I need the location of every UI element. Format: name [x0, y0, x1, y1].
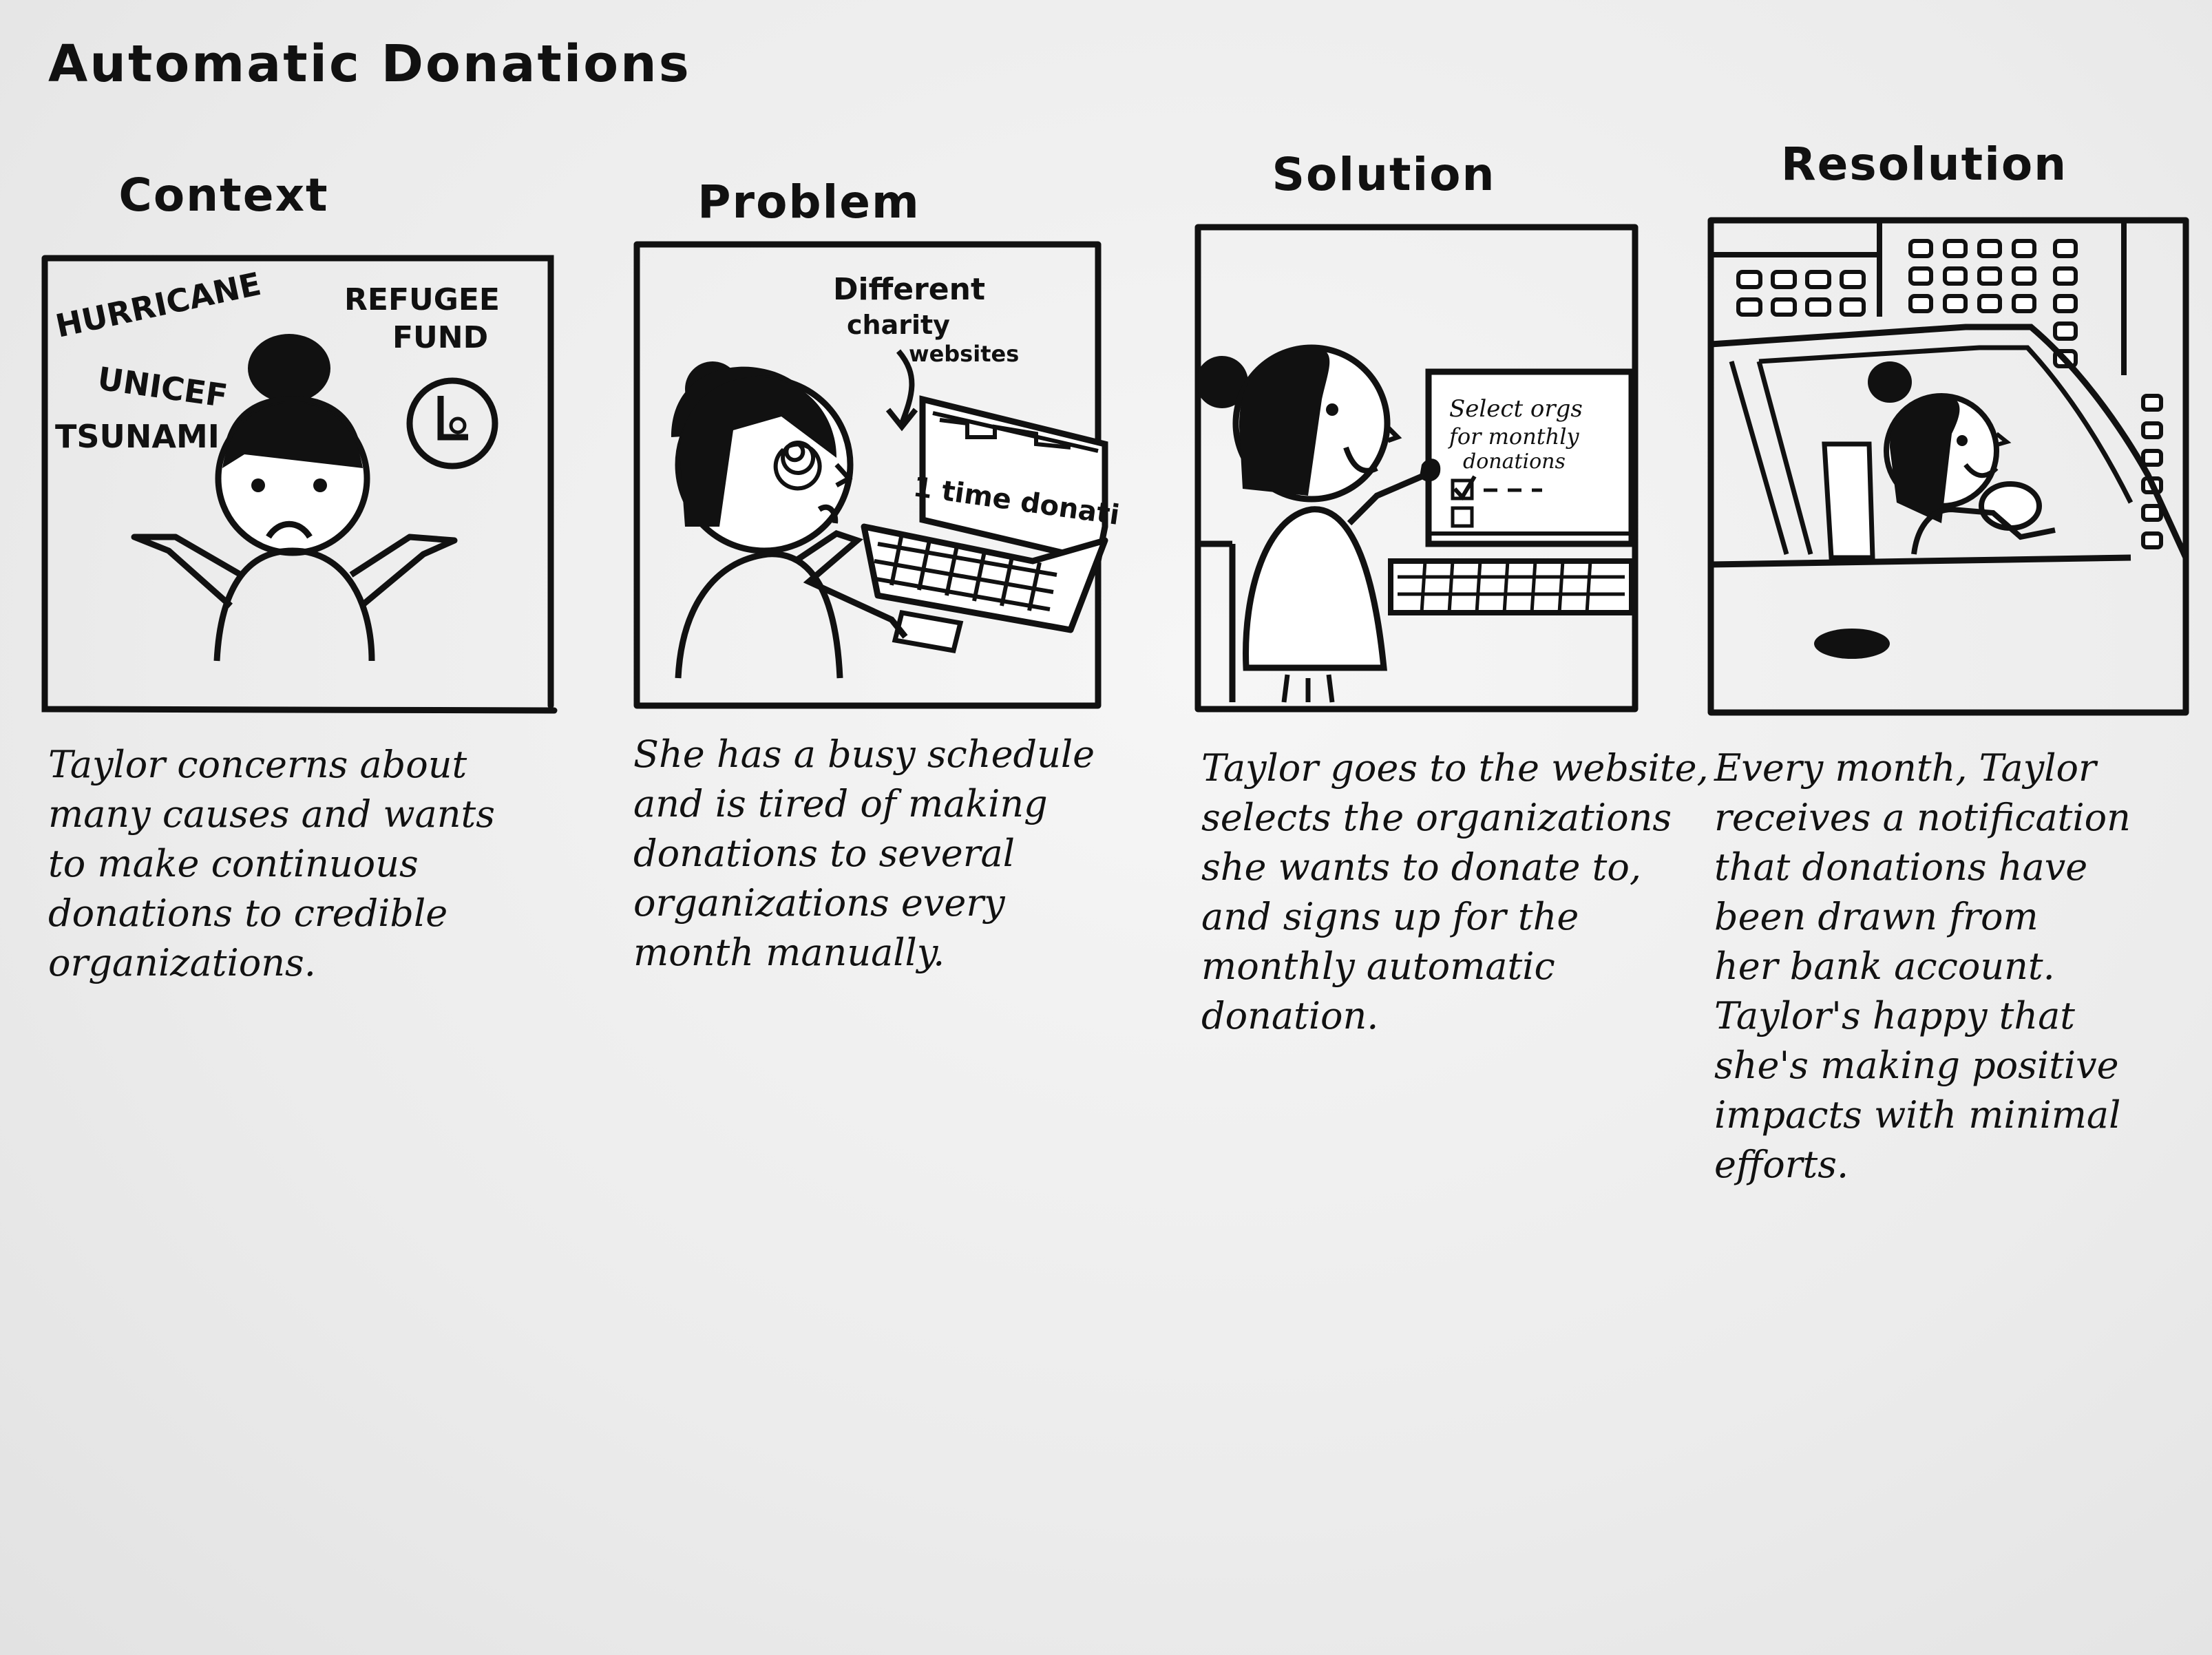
- caption-line: donation.: [1201, 994, 1379, 1037]
- caption-line: and signs up for the: [1201, 895, 1579, 938]
- panel-problem: Different charity websites 1 time donati: [630, 238, 1121, 716]
- caption-line: and is tired of making: [633, 782, 1048, 825]
- caption-line: she wants to donate to,: [1201, 845, 1642, 889]
- label-select-orgs: Select orgs: [1449, 395, 1583, 423]
- label-fund: FUND: [392, 320, 488, 355]
- monitor-icon: Select orgs for monthly donations: [1388, 368, 1635, 615]
- caption-line: impacts with minimal: [1714, 1093, 2121, 1137]
- taylor-happy-figure: [1196, 344, 1441, 703]
- taylor-driving-figure: [1868, 361, 2056, 555]
- caption-line: donations to several: [633, 832, 1015, 875]
- caption-line: been drawn from: [1714, 895, 2039, 938]
- problem-sketch: Different charity websites 1 time donati: [633, 241, 1121, 709]
- caption-line: receives a notification: [1714, 796, 2131, 839]
- caption-line: her bank account.: [1714, 945, 2055, 988]
- label-hurricane: HURRICANE: [52, 265, 264, 345]
- caption-resolution: Every month, Taylor receives a notificat…: [1714, 744, 2196, 1190]
- caption-line: that donations have: [1714, 845, 2088, 889]
- caption-line: Every month, Taylor: [1714, 746, 2096, 790]
- panel-title-resolution: Resolution: [1780, 138, 2068, 191]
- label-tsunami: TSUNAMI: [55, 418, 220, 455]
- panel-resolution: [1704, 213, 2193, 719]
- caption-line: She has a busy schedule: [633, 732, 1095, 776]
- car-window: [1710, 324, 2189, 659]
- label-charity: charity: [847, 310, 950, 340]
- clock-icon: [406, 377, 498, 470]
- board-title: Automatic Donations: [48, 34, 691, 94]
- panel-title-solution: Solution: [1272, 148, 1496, 201]
- label-different: Different: [833, 272, 985, 307]
- city-skyline: [1711, 220, 2163, 549]
- caption-line: to make continuous: [48, 842, 419, 885]
- context-sketch: HURRICANE UNICEF TSUNAMI REFUGEE FUND: [41, 255, 558, 714]
- checkmark-icon: [1453, 475, 1477, 500]
- checkbox-unchecked: [1451, 506, 1474, 528]
- caption-line: donations to credible: [48, 892, 448, 935]
- panel-title-problem: Problem: [697, 176, 920, 229]
- steering-wheel-icon: [1979, 481, 2042, 531]
- caption-line: Taylor goes to the website,: [1201, 746, 1709, 790]
- caption-line: many causes and wants: [48, 792, 495, 836]
- caption-line: Taylor concerns about: [48, 743, 467, 786]
- caption-line: organizations every: [633, 881, 1005, 925]
- caption-solution: Taylor goes to the website, selects the …: [1201, 744, 1709, 1041]
- caption-line: efforts.: [1714, 1143, 1849, 1186]
- label-donations: donations: [1463, 450, 1566, 474]
- label-for-monthly: for monthly: [1448, 423, 1580, 450]
- caption-context: Taylor concerns about many causes and wa…: [48, 740, 530, 988]
- caption-line: month manually.: [633, 931, 945, 974]
- panel-title-context: Context: [118, 169, 329, 222]
- label-unicef: UNICEF: [95, 359, 229, 414]
- panel-solution: Select orgs for monthly donations: [1191, 220, 1645, 719]
- caption-line: monthly automatic: [1201, 945, 1555, 988]
- caption-line: she's making positive: [1714, 1044, 2119, 1087]
- caption-line: selects the organizations: [1201, 796, 1672, 839]
- label-websites: websites: [909, 341, 1019, 367]
- laptop-icon: 1 time donati: [861, 395, 1121, 654]
- label-refugee: REFUGEE: [344, 282, 500, 317]
- resolution-sketch: [1707, 217, 2189, 716]
- taylor-worried-figure: [131, 334, 458, 662]
- panel-context: HURRICANE UNICEF TSUNAMI REFUGEE FUND: [38, 248, 561, 716]
- taylor-dizzy-figure: [671, 361, 908, 679]
- caption-problem: She has a busy schedule and is tired of …: [633, 730, 1115, 978]
- solution-sketch: Select orgs for monthly donations: [1194, 224, 1639, 713]
- door-handle-icon: [1814, 629, 1890, 659]
- caption-line: organizations.: [48, 941, 316, 984]
- caption-line: Taylor's happy that: [1714, 994, 2075, 1037]
